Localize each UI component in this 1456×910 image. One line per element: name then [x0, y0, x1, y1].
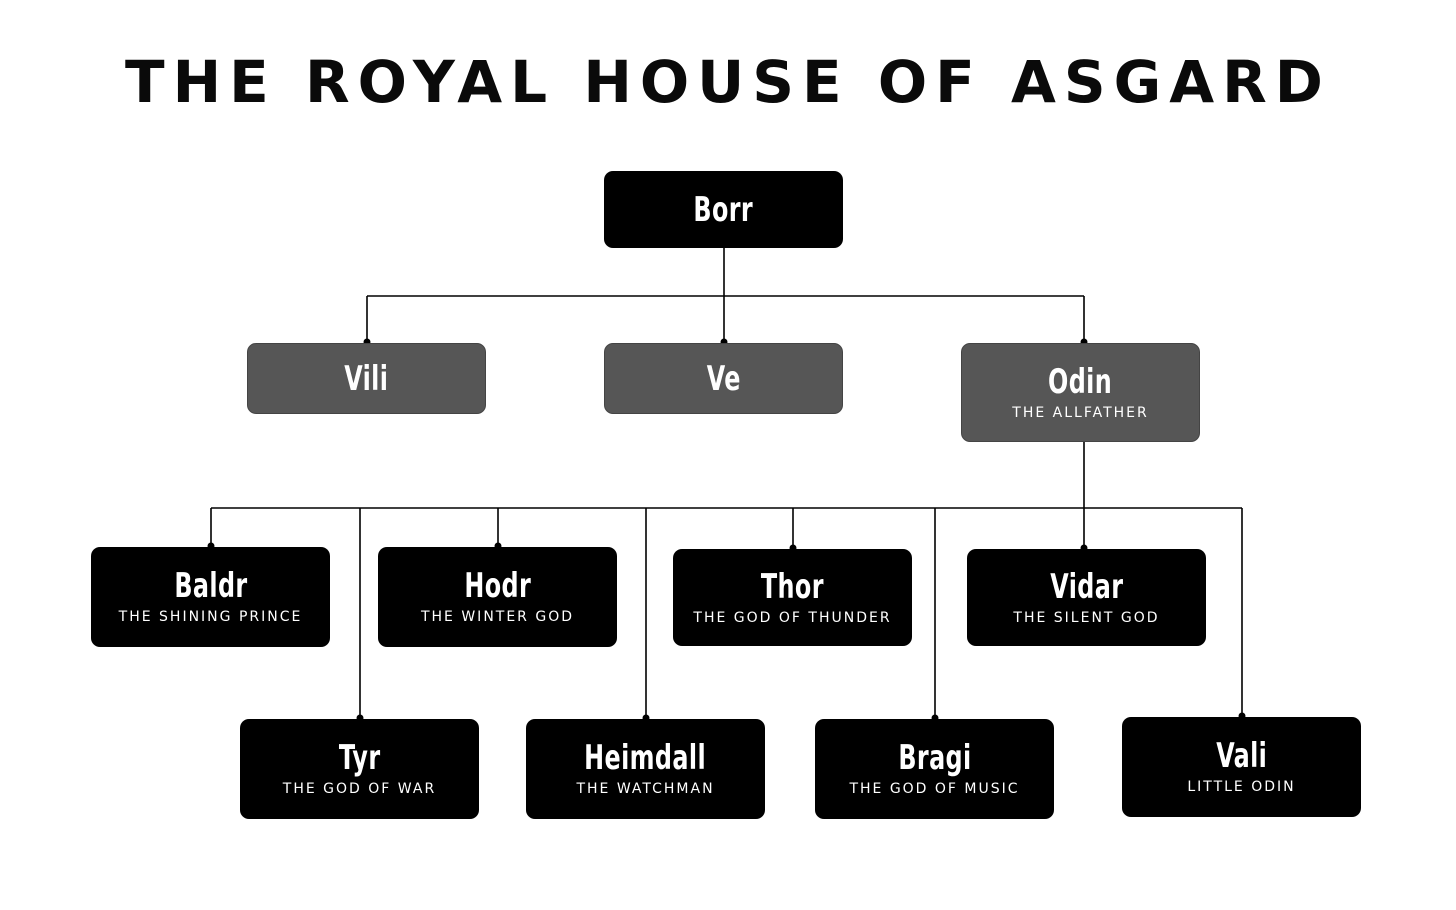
node-name: Thor [760, 566, 824, 607]
node-odin: Odin THE ALLFATHER [961, 343, 1200, 442]
node-name: Baldr [173, 566, 248, 606]
node-borr: Borr [604, 171, 843, 248]
node-name: Odin [1048, 361, 1113, 402]
node-epithet: THE ALLFATHER [1012, 404, 1149, 421]
node-epithet: THE SILENT GOD [1013, 609, 1160, 626]
node-tyr: Tyr THE GOD OF WAR [240, 719, 479, 819]
node-name: Tyr [338, 738, 381, 778]
node-vidar: Vidar THE SILENT GOD [967, 549, 1206, 646]
node-baldr: Baldr THE SHINING PRINCE [91, 547, 330, 647]
node-name: Heimdall [584, 738, 707, 778]
node-epithet: THE GOD OF MUSIC [849, 781, 1020, 797]
diagram-title: THE ROYAL HOUSE OF ASGARD [125, 48, 1331, 116]
node-name: Bragi [897, 738, 972, 778]
node-bragi: Bragi THE GOD OF MUSIC [815, 719, 1054, 819]
node-ve: Ve [604, 343, 843, 414]
node-hodr: Hodr THE WINTER GOD [378, 547, 617, 647]
node-name: Borr [693, 189, 754, 230]
node-vali: Vali LITTLE ODIN [1122, 717, 1361, 817]
node-name: Ve [706, 358, 741, 399]
node-epithet: THE SHINING PRINCE [118, 609, 303, 625]
node-heimdall: Heimdall THE WATCHMAN [526, 719, 765, 819]
node-name: Hodr [464, 566, 531, 606]
node-vili: Vili [247, 343, 486, 414]
node-name: Vali [1215, 736, 1268, 776]
node-epithet: THE GOD OF THUNDER [693, 609, 892, 626]
node-thor: Thor THE GOD OF THUNDER [673, 549, 912, 646]
node-epithet: THE WATCHMAN [576, 781, 715, 797]
node-epithet: THE WINTER GOD [420, 609, 575, 625]
node-name: Vili [344, 358, 389, 399]
node-epithet: LITTLE ODIN [1187, 779, 1296, 795]
node-name: Vidar [1049, 566, 1124, 607]
node-epithet: THE GOD OF WAR [282, 781, 437, 797]
